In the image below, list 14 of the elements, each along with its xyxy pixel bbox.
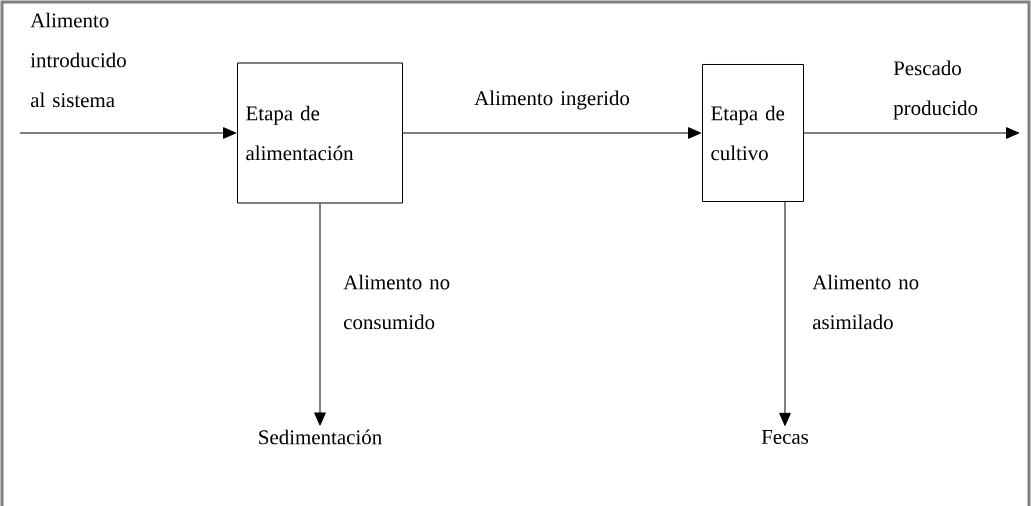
edge-label: Alimento no consumido <box>343 274 450 330</box>
process-box: Etapa de cultivo <box>702 64 804 202</box>
arrow <box>314 203 326 426</box>
output-text: Fecas <box>761 430 809 444</box>
arrow <box>19 127 237 139</box>
arrow <box>402 127 702 139</box>
arrow <box>779 201 791 427</box>
output-text: Sedimentación <box>259 429 382 445</box>
edge-label: Alimento introducido al sistema <box>30 12 126 108</box>
edge-label: Pescado producido <box>893 60 978 120</box>
arrow <box>803 127 1020 139</box>
edge-label: Alimento no asimilado <box>812 274 919 330</box>
process-box: Etapa de alimentación <box>237 62 403 204</box>
edge-label: Alimento ingerido <box>474 90 630 110</box>
